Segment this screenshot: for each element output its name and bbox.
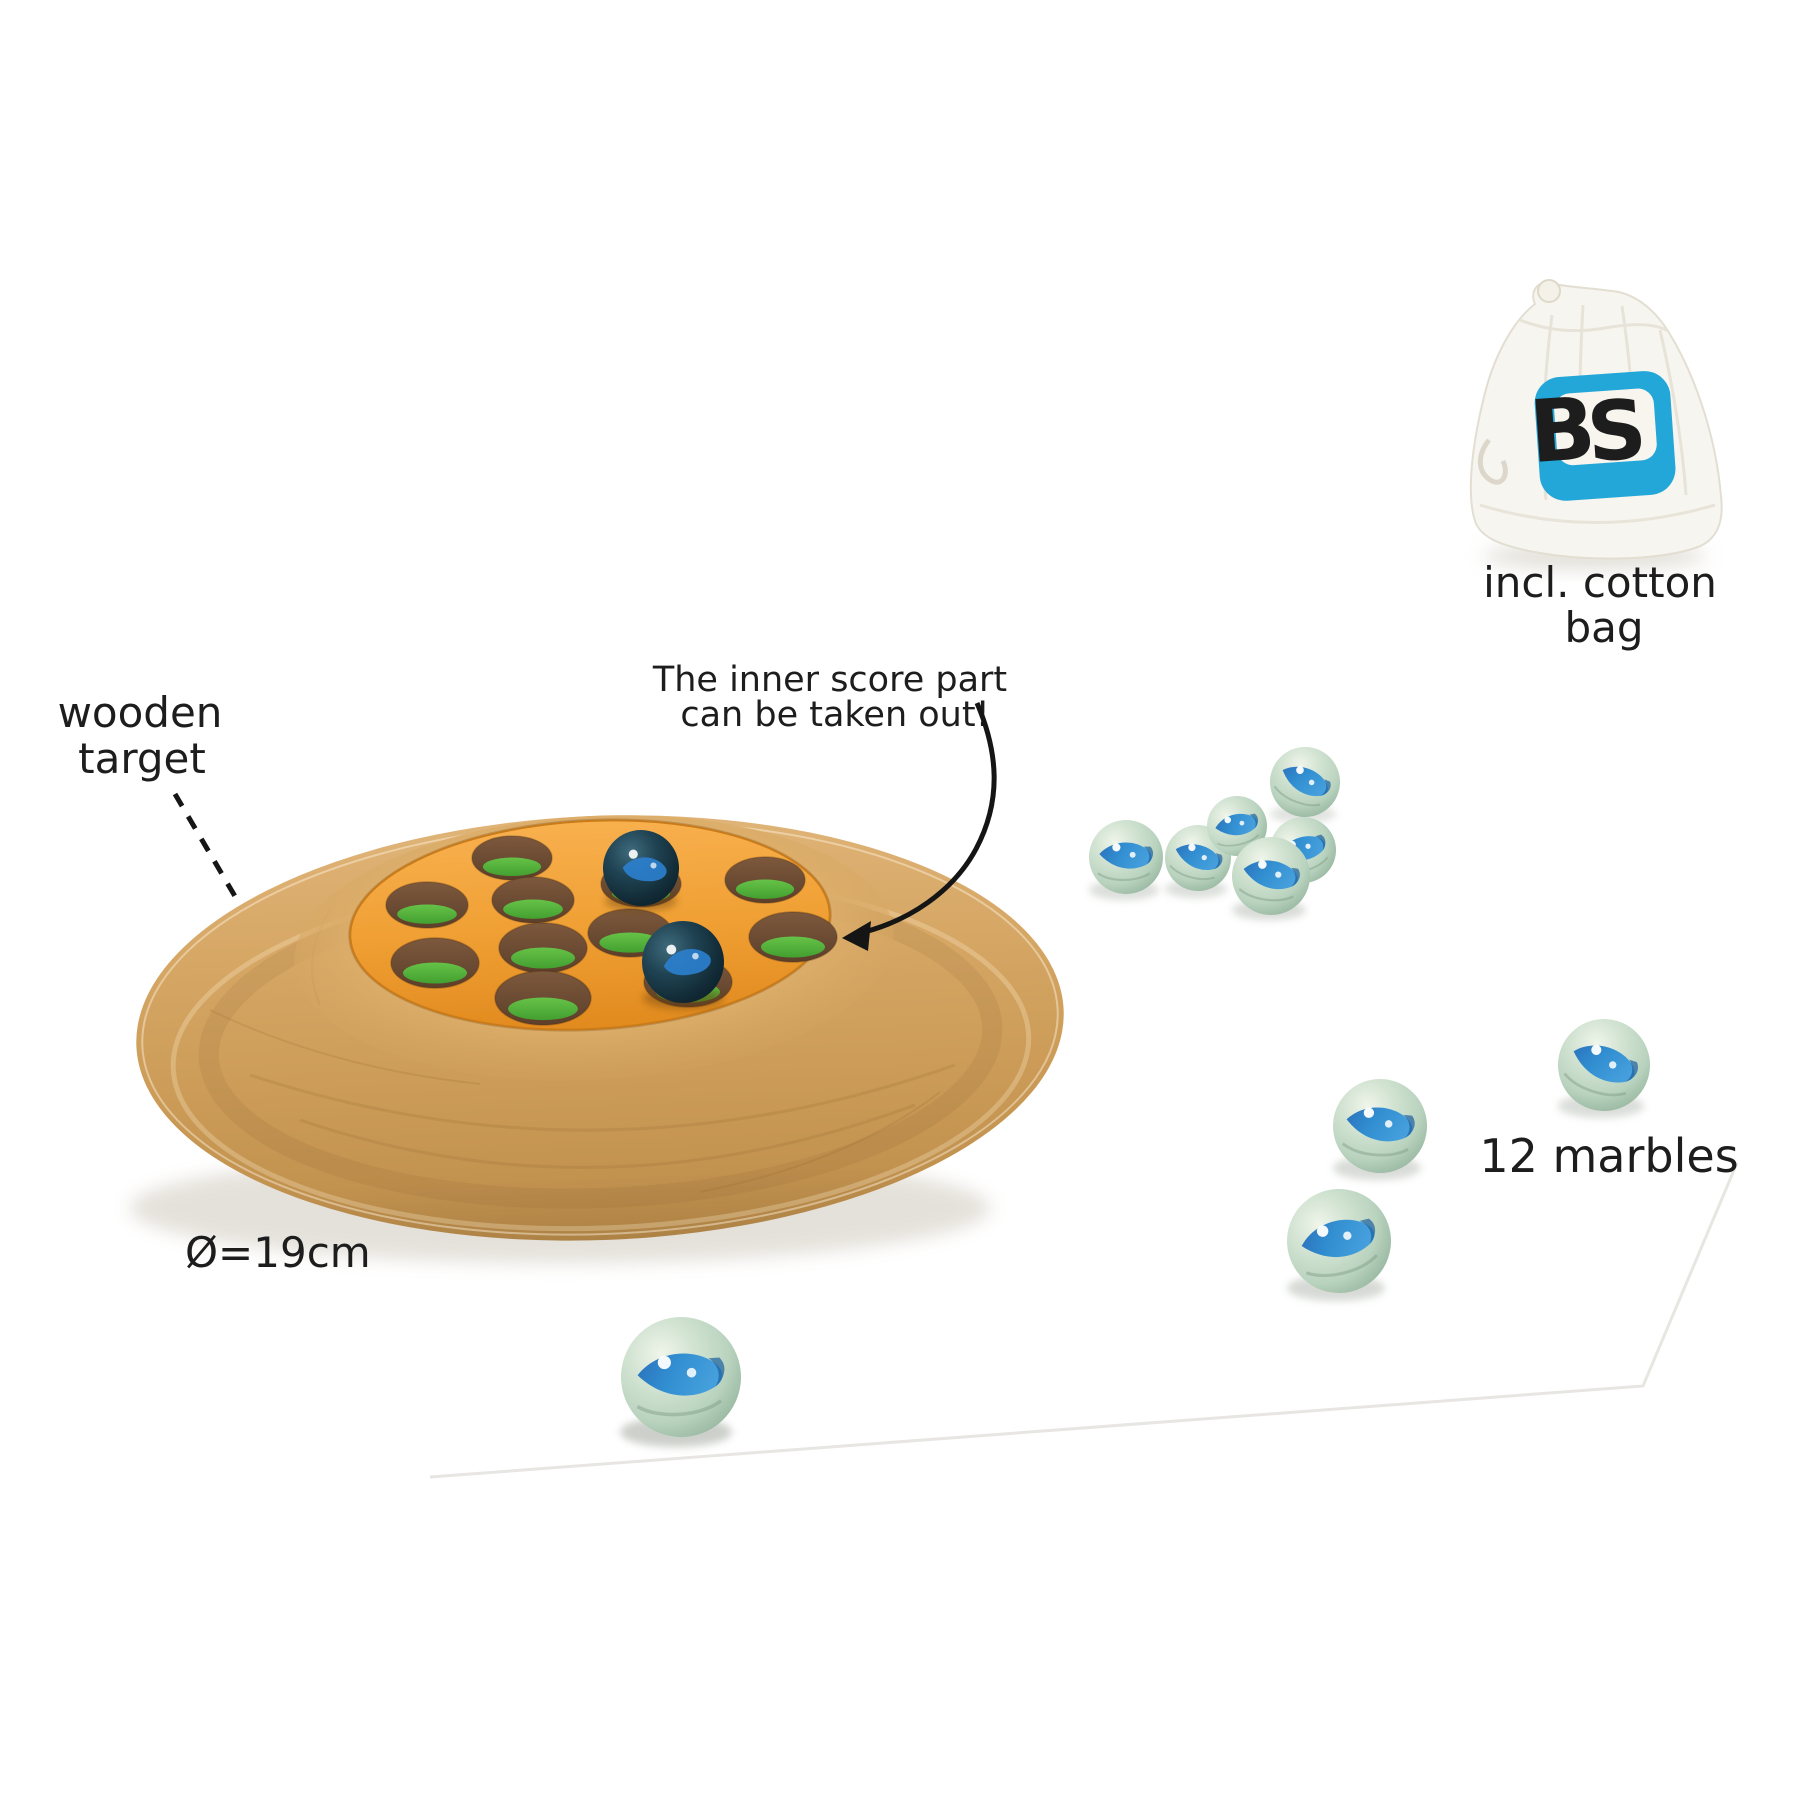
wooden-target-label-line2: target (78, 734, 206, 783)
score-hole (390, 937, 480, 989)
bs-logo: S B (1526, 371, 1676, 501)
drawstring-knot (1537, 279, 1561, 303)
score-hole (491, 876, 575, 924)
diameter-label: Ø=19cm (185, 1228, 371, 1277)
inner-score-note-line1: The inner score part (652, 660, 1007, 700)
wooden-target (130, 815, 1064, 1263)
score-hole (494, 970, 592, 1026)
score-hole (471, 835, 553, 881)
score-hole (498, 922, 588, 974)
arrowhead (842, 921, 871, 951)
loose-marbles (615, 735, 1664, 1447)
glass-marble (1087, 818, 1165, 896)
wooden-target-callout-dashed-line (172, 792, 239, 900)
bs-logo-letter-b: B (1526, 379, 1598, 483)
table-edge-line (429, 1162, 1739, 1479)
marble-count-label: 12 marbles (1479, 1129, 1738, 1183)
board-marbles (599, 826, 730, 1009)
cotton-bag: S B (1469, 279, 1723, 570)
cotton-bag-label-line1: incl. cotton (1483, 558, 1717, 607)
wooden-target-label-line1: wooden (58, 688, 223, 737)
score-hole (385, 881, 469, 929)
inner-score-note-line2: can be taken out! (680, 695, 989, 735)
score-hole (724, 856, 806, 904)
inner-score-arrow (842, 702, 997, 951)
bs-logo-inner (1554, 388, 1657, 466)
cotton-bag-label-line2: bag (1564, 603, 1643, 652)
drawstring-loop (1477, 438, 1508, 485)
score-hole (748, 911, 838, 963)
bs-logo-letter-s: S (1584, 382, 1650, 481)
